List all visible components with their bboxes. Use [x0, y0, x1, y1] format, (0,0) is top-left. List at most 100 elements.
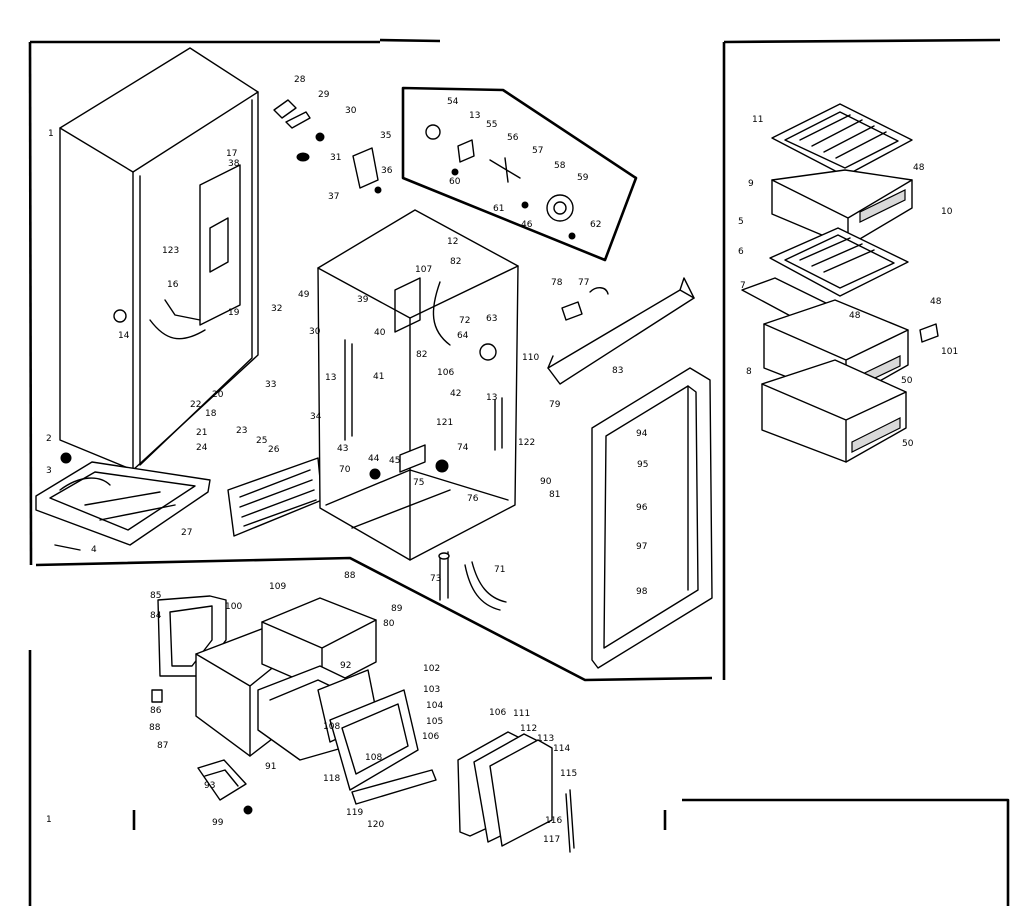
- frame-lines: [28, 38, 1010, 906]
- callout-c7: 7: [740, 281, 746, 291]
- callout-c118: 118: [323, 774, 340, 784]
- callout-c104: 104: [426, 701, 443, 711]
- callout-c33: 33: [265, 380, 276, 390]
- callout-c58: 58: [554, 161, 566, 171]
- callout-c20: 20: [212, 390, 224, 400]
- callout-c90: 90: [540, 477, 552, 487]
- callout-c114: 114: [553, 744, 570, 754]
- drain-tube: [438, 551, 507, 611]
- callout-c13a: 13: [469, 111, 480, 121]
- callout-c40: 40: [374, 328, 386, 338]
- callout-c60: 60: [449, 177, 461, 187]
- callout-c1: 1: [48, 129, 54, 139]
- callout-c107: 107: [415, 265, 432, 275]
- crisper-stack: [741, 103, 939, 463]
- callout-c49: 49: [298, 290, 310, 300]
- callout-c94: 94: [636, 429, 648, 439]
- callout-c115: 115: [560, 769, 577, 779]
- callout-c34: 34: [310, 412, 322, 422]
- callout-c10: 10: [941, 207, 953, 217]
- callout-c75: 75: [413, 478, 424, 488]
- callout-c48c: 48: [849, 311, 861, 321]
- callout-labels: 1234141617181920212223242526272829303031…: [46, 75, 958, 845]
- shelf-rail: [547, 277, 695, 385]
- callout-c106c: 106: [437, 368, 454, 378]
- callout-c61: 61: [493, 204, 504, 214]
- callout-c23: 23: [236, 426, 247, 436]
- callout-c73: 73: [430, 574, 441, 584]
- callout-c25: 25: [256, 436, 267, 446]
- door-gasket: [591, 367, 713, 669]
- callout-c91: 91: [265, 762, 276, 772]
- callout-c24: 24: [196, 443, 208, 453]
- callout-c30a: 30: [345, 106, 357, 116]
- callout-c100: 100: [225, 602, 242, 612]
- callout-c45: 45: [389, 456, 400, 466]
- callout-c11: 11: [752, 115, 763, 125]
- front-grille: [227, 457, 323, 537]
- callout-c59: 59: [577, 173, 589, 183]
- callout-c38: 38: [228, 159, 240, 169]
- callout-c62: 62: [590, 220, 601, 230]
- callout-c108a: 108: [323, 722, 340, 732]
- outer-cabinet: [59, 47, 259, 471]
- callout-c41: 41: [373, 372, 384, 382]
- callout-c55: 55: [486, 120, 497, 130]
- evaporator-inset: [401, 86, 638, 262]
- callout-c13c: 13: [486, 393, 497, 403]
- callout-c63: 63: [486, 314, 497, 324]
- callout-c113: 113: [537, 734, 554, 744]
- callout-c120: 120: [367, 820, 384, 830]
- callout-c19: 19: [228, 308, 240, 318]
- callout-c112: 112: [520, 724, 537, 734]
- callout-c39: 39: [357, 295, 369, 305]
- callout-c96: 96: [636, 503, 648, 513]
- callout-c18: 18: [205, 409, 217, 419]
- callout-c57: 57: [532, 146, 543, 156]
- callout-c99: 99: [212, 818, 224, 828]
- callout-c86: 86: [150, 706, 162, 716]
- callout-c87: 87: [157, 741, 168, 751]
- callout-c12: 12: [447, 237, 458, 247]
- callout-c5: 5: [738, 217, 744, 227]
- callout-c2: 2: [46, 434, 52, 444]
- callout-c36: 36: [381, 166, 393, 176]
- callout-c82a: 82: [450, 257, 461, 267]
- callout-c84: 84: [150, 611, 162, 621]
- callout-c101: 101: [941, 347, 958, 357]
- callout-c79: 79: [549, 400, 561, 410]
- callout-c42: 42: [450, 389, 461, 399]
- callout-c77: 77: [578, 278, 589, 288]
- callout-c85: 85: [150, 591, 161, 601]
- callout-c46: 46: [521, 220, 533, 230]
- callout-c31: 31: [330, 153, 341, 163]
- inner-liner: [317, 209, 519, 561]
- callout-c88a: 88: [149, 723, 161, 733]
- callout-c28: 28: [294, 75, 306, 85]
- callout-c50b: 50: [902, 439, 914, 449]
- freezer-box: [151, 595, 437, 815]
- callout-c32: 32: [271, 304, 282, 314]
- callout-c81: 81: [549, 490, 560, 500]
- callout-c6: 6: [738, 247, 744, 257]
- callout-c80: 80: [383, 619, 395, 629]
- callout-c116: 116: [545, 816, 562, 826]
- base-tray: [35, 452, 211, 551]
- callout-c109: 109: [269, 582, 286, 592]
- callout-c44: 44: [368, 454, 380, 464]
- callout-c1b: 1: [46, 815, 52, 825]
- callout-c13b: 13: [325, 373, 336, 383]
- callout-c82b: 82: [416, 350, 427, 360]
- callout-c98: 98: [636, 587, 648, 597]
- callout-c92: 92: [340, 661, 351, 671]
- callout-c48b: 48: [930, 297, 942, 307]
- callout-c17: 17: [226, 149, 237, 159]
- callout-c27: 27: [181, 528, 192, 538]
- callout-c29: 29: [318, 90, 330, 100]
- callout-c48a: 48: [913, 163, 925, 173]
- callout-c110: 110: [522, 353, 539, 363]
- callout-c89: 89: [391, 604, 403, 614]
- callout-c54: 54: [447, 97, 459, 107]
